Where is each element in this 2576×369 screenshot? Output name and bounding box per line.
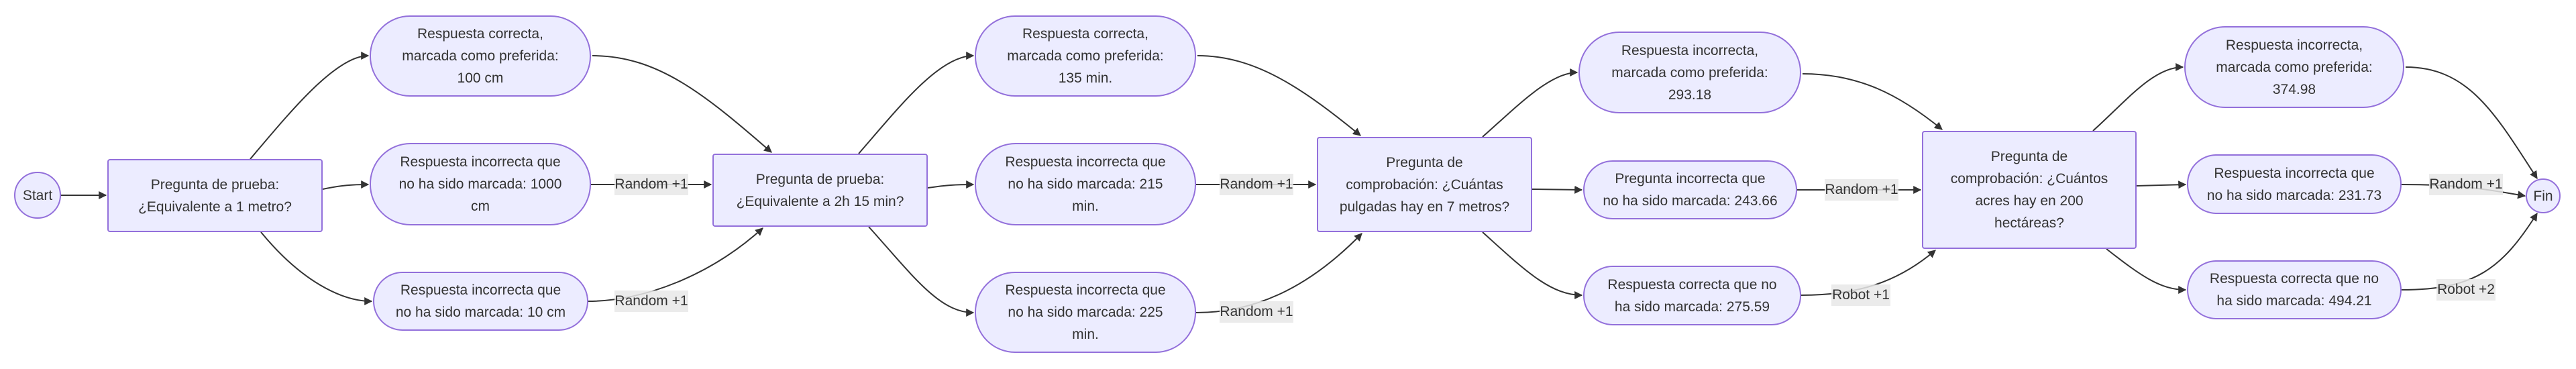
edge-a2-top-q3 — [1197, 55, 1361, 136]
edge-q3-a3-mid — [1532, 185, 1583, 194]
answer-node-1-correct[interactable]: Respuesta correcta, marcada como preferi… — [370, 15, 591, 97]
edge-label-a4-bot: Robot +2 — [2436, 279, 2496, 301]
edge-a1-top-q2 — [592, 55, 772, 153]
edge-q4-a4-bot — [2106, 248, 2187, 294]
answer-node-4-correct[interactable]: Respuesta correcta que no ha sido marcad… — [2187, 260, 2402, 319]
edge-q2-a2-mid — [927, 180, 975, 189]
fin-node[interactable]: Fin — [2526, 178, 2561, 213]
answer-node-2-correct[interactable]: Respuesta correcta, marcada como preferi… — [975, 15, 1196, 97]
edge-q2-a2-bot — [868, 226, 975, 317]
question-node-2[interactable]: Pregunta de prueba: ¿Equivalente a 2h 15… — [712, 154, 928, 227]
edge-q2-a2-top — [858, 52, 975, 154]
question-node-3[interactable]: Pregunta de comprobación: ¿Cuántas pulga… — [1317, 137, 1532, 232]
edge-q3-a3-top — [1482, 68, 1578, 138]
answer-node-2-incorrect-215[interactable]: Respuesta incorrecta que no ha sido marc… — [975, 143, 1196, 225]
answer-node-3-incorrect-preferred[interactable]: Respuesta incorrecta, marcada como prefe… — [1578, 32, 1801, 113]
edge-a4-top-fin — [2405, 66, 2538, 180]
edge-label-a3-mid: Random +1 — [1825, 179, 1898, 201]
edge-label-a2-bot: Random +1 — [1220, 301, 1293, 323]
start-node[interactable]: Start — [14, 172, 61, 219]
answer-node-4-incorrect-231[interactable]: Respuesta incorrecta que no ha sido marc… — [2187, 154, 2402, 214]
edge-q4-a4-mid — [2136, 180, 2187, 189]
answer-node-3-incorrect-243[interactable]: Pregunta incorrecta que no ha sido marca… — [1583, 160, 1797, 219]
answer-node-3-correct[interactable]: Respuesta correcta que no ha sido marcad… — [1583, 266, 1801, 325]
edge-label-a1-bot: Random +1 — [614, 291, 688, 312]
edge-a4-bot-fin — [2401, 212, 2538, 291]
answer-node-1-incorrect-10[interactable]: Respuesta incorrecta que no ha sido marc… — [373, 272, 588, 331]
edge-q1-a1-top — [250, 52, 370, 160]
edge-label-a4-mid: Random +1 — [2429, 174, 2503, 195]
edge-a3-top-q4 — [1802, 73, 1943, 130]
answer-node-4-incorrect-preferred[interactable]: Respuesta incorrecta, marcada como prefe… — [2184, 26, 2404, 108]
answer-node-1-incorrect-1000[interactable]: Respuesta incorrecta que no ha sido marc… — [370, 143, 591, 225]
edge-label-a3-bot: Robot +1 — [1831, 284, 1890, 306]
edge-q3-a3-bot — [1482, 231, 1583, 299]
edge-q1-a1-bot — [260, 231, 373, 305]
question-node-1[interactable]: Pregunta de prueba: ¿Equivalente a 1 met… — [107, 159, 323, 232]
edge-q1-a1-mid — [322, 180, 370, 190]
edge-label-a2-mid: Random +1 — [1220, 174, 1293, 195]
edge-q4-a4-top — [2092, 63, 2184, 131]
edge-a1-bot-q2 — [588, 227, 763, 302]
answer-node-2-incorrect-225[interactable]: Respuesta incorrecta que no ha sido marc… — [975, 272, 1196, 353]
question-node-4[interactable]: Pregunta de comprobación: ¿Cuántos acres… — [1922, 131, 2137, 249]
edge-label-a1-mid: Random +1 — [614, 174, 688, 195]
